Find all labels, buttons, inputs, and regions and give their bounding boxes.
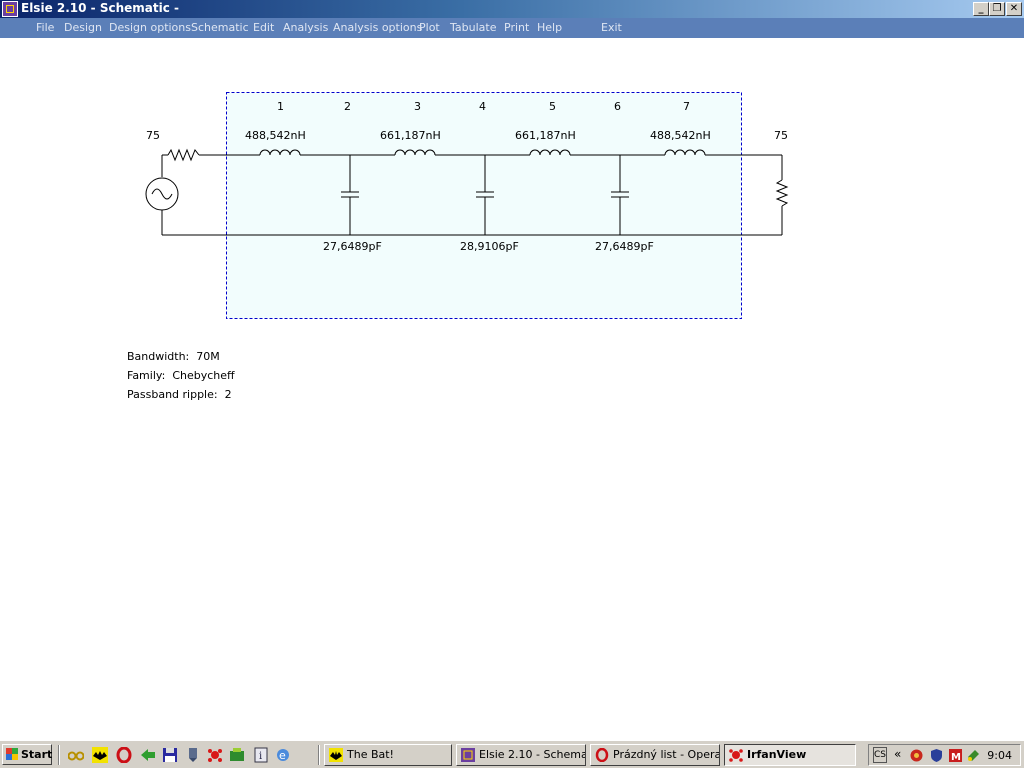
menu-exit[interactable]: Exit xyxy=(601,21,622,34)
glasses-icon[interactable] xyxy=(67,747,85,763)
floppy-disk-icon[interactable] xyxy=(162,747,178,763)
taskbar: Start i e The Bat! Elsie 2.10 - Schema..… xyxy=(0,740,1024,768)
start-label: Start xyxy=(21,748,53,761)
opera-icon xyxy=(595,748,609,762)
clock[interactable]: 9:04 xyxy=(987,749,1012,762)
opera-icon[interactable] xyxy=(116,746,132,764)
inductor-value: 488,542nH xyxy=(245,129,306,142)
inductor-icon[interactable] xyxy=(259,149,301,156)
inductor-value: 661,187nH xyxy=(380,129,441,142)
mail-icon[interactable]: M xyxy=(948,748,963,763)
network-icon[interactable] xyxy=(966,748,981,763)
shield-icon[interactable] xyxy=(929,748,944,763)
taskbar-separator xyxy=(318,745,320,765)
element-number: 5 xyxy=(549,100,556,113)
menu-edit[interactable]: Edit xyxy=(253,21,275,34)
game-icon[interactable] xyxy=(229,747,245,763)
family-label: Family: xyxy=(127,369,166,382)
menu-tabulate[interactable]: Tabulate xyxy=(450,21,497,34)
inductor-value: 488,542nH xyxy=(650,129,711,142)
source-resistor-icon[interactable] xyxy=(167,148,200,162)
green-arrow-icon[interactable] xyxy=(140,747,156,763)
menu-design-options[interactable]: Design options xyxy=(109,21,191,34)
bandwidth-label: Bandwidth: xyxy=(127,350,190,363)
family-value: Chebycheff xyxy=(172,369,235,382)
minimize-button[interactable]: _ xyxy=(973,2,989,16)
filter-section-box[interactable] xyxy=(226,92,742,319)
menu-analysis-options[interactable]: Analysis options xyxy=(333,21,423,34)
usb-drive-icon[interactable] xyxy=(185,747,201,763)
system-tray: CS « M 9:04 xyxy=(868,744,1021,766)
bat-icon xyxy=(329,748,343,762)
element-number: 4 xyxy=(479,100,486,113)
bandwidth-value: 70M xyxy=(196,350,220,363)
title-bar: Elsie 2.10 - Schematic - _ ❐ ✕ xyxy=(0,0,1024,18)
element-number: 3 xyxy=(414,100,421,113)
task-label: IrfanView xyxy=(747,748,807,761)
element-number: 6 xyxy=(614,100,621,113)
inductor-icon[interactable] xyxy=(529,149,571,156)
menu-schematic[interactable]: Schematic xyxy=(191,21,249,34)
inductor-icon[interactable] xyxy=(394,149,436,156)
task-label: Elsie 2.10 - Schema... xyxy=(479,748,585,761)
taskbar-separator xyxy=(58,745,60,765)
windows-logo-icon xyxy=(6,748,18,760)
info-icon[interactable]: i xyxy=(253,747,269,763)
bandwidth-line: Bandwidth: 70M xyxy=(127,350,220,363)
schematic-drawing xyxy=(145,92,789,319)
red-splash-icon[interactable] xyxy=(207,747,223,763)
internet-explorer-icon[interactable]: e xyxy=(275,747,291,763)
menu-design[interactable]: Design xyxy=(64,21,102,34)
irfanview-icon xyxy=(729,749,743,762)
capacitor-value: 27,6489pF xyxy=(595,240,654,253)
menu-bar: File Design Design options Schematic Edi… xyxy=(0,18,1024,38)
task-label: The Bat! xyxy=(347,748,394,761)
capacitor-value: 27,6489pF xyxy=(323,240,382,253)
bat-icon[interactable] xyxy=(92,747,108,763)
elsie-app-icon xyxy=(461,748,475,762)
element-number: 7 xyxy=(683,100,690,113)
task-elsie[interactable]: Elsie 2.10 - Schema... xyxy=(456,744,586,766)
start-button[interactable]: Start xyxy=(2,744,52,765)
menu-analysis[interactable]: Analysis xyxy=(283,21,329,34)
task-irfanview[interactable]: IrfanView xyxy=(724,744,856,766)
ripple-line: Passband ripple: 2 xyxy=(127,388,232,401)
ripple-value: 2 xyxy=(224,388,232,401)
task-opera[interactable]: Prázdný list - Opera ... xyxy=(590,744,720,766)
schematic-canvas: 75 75 1 2 3 4 5 6 7 488,542nH 661,187nH … xyxy=(0,38,1024,740)
task-label: Prázdný list - Opera ... xyxy=(613,748,720,761)
inductor-icon[interactable] xyxy=(664,149,706,156)
source-resistance-label: 75 xyxy=(146,129,160,142)
tray-expand-button[interactable]: « xyxy=(894,747,902,761)
capacitor-value: 28,9106pF xyxy=(460,240,519,253)
menu-file[interactable]: File xyxy=(36,21,55,34)
close-button[interactable]: ✕ xyxy=(1006,2,1022,16)
keyboard-language-icon[interactable]: CS xyxy=(873,747,887,763)
antivirus-icon[interactable] xyxy=(909,748,924,763)
task-the-bat[interactable]: The Bat! xyxy=(324,744,452,766)
menu-plot[interactable]: Plot xyxy=(419,21,440,34)
element-number: 2 xyxy=(344,100,351,113)
load-resistance-label: 75 xyxy=(774,129,788,142)
sine-wave-icon xyxy=(151,188,173,200)
menu-print[interactable]: Print xyxy=(504,21,530,34)
app-icon[interactable] xyxy=(2,1,18,17)
family-line: Family: Chebycheff xyxy=(127,369,235,382)
element-number: 1 xyxy=(277,100,284,113)
window-title: Elsie 2.10 - Schematic - xyxy=(21,1,179,15)
menu-help[interactable]: Help xyxy=(537,21,563,34)
restore-button[interactable]: ❐ xyxy=(989,2,1005,16)
svg-text:e: e xyxy=(279,749,286,762)
svg-text:i: i xyxy=(259,751,262,762)
load-resistor-icon[interactable] xyxy=(775,179,789,207)
ripple-label: Passband ripple: xyxy=(127,388,218,401)
inductor-value: 661,187nH xyxy=(515,129,576,142)
svg-text:M: M xyxy=(951,752,961,763)
